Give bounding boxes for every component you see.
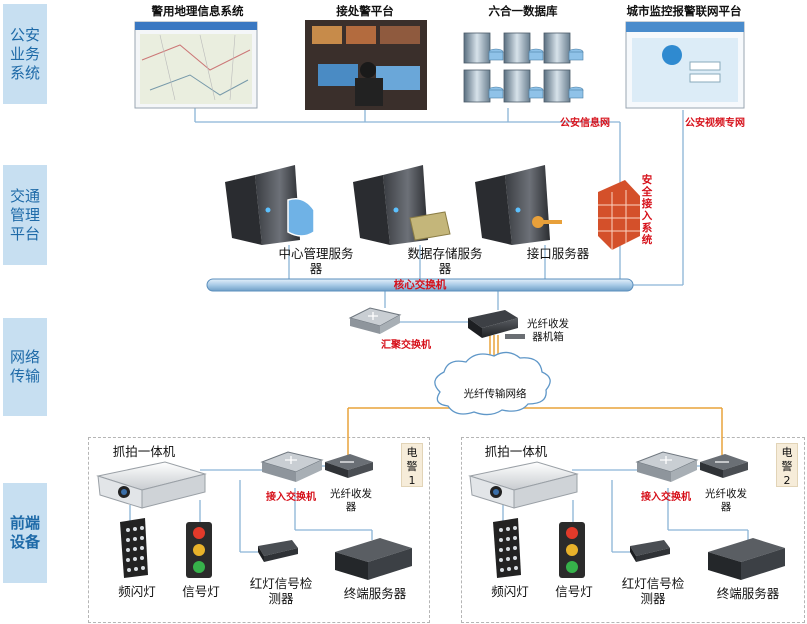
label-terminal-2: 终端服务器 bbox=[716, 586, 780, 601]
label-database: 六合一数据库 bbox=[488, 4, 558, 18]
label-gis: 警用地理信息系统 bbox=[151, 4, 244, 18]
label-fiber-transceiver-1: 光纤收发 器 bbox=[330, 488, 372, 513]
label-interface-server: 接口服务器 bbox=[526, 246, 590, 261]
label-detector-1: 红灯信号检 测器 bbox=[249, 576, 313, 606]
label-fiber-transceiver-2: 光纤收发 器 bbox=[705, 488, 747, 513]
core-switch-bus bbox=[206, 278, 634, 292]
flash-light-graphic-1 bbox=[120, 518, 148, 578]
label-info-net: 公安信息网 bbox=[560, 118, 610, 129]
access-switch-graphic-2 bbox=[635, 451, 699, 482]
label-aggregation-switch: 汇聚交换机 bbox=[381, 340, 431, 351]
firewall-graphic bbox=[598, 180, 640, 250]
layer-label-public-security: 公安 业务 系统 bbox=[3, 4, 47, 104]
label-detector-2: 红灯信号检 测器 bbox=[621, 576, 685, 606]
label-fiber-network: 光纤传输网络 bbox=[463, 388, 527, 400]
detector-graphic-2 bbox=[630, 540, 670, 562]
label-dispatch: 接处警平台 bbox=[336, 4, 394, 18]
label-access-switch-2: 接入交换机 bbox=[641, 492, 691, 503]
fiber-transceiver-graphic-1 bbox=[325, 454, 373, 478]
signal-light-graphic-1 bbox=[186, 522, 212, 578]
site-frame-1 bbox=[88, 437, 430, 623]
label-center-server: 中心管理服务 器 bbox=[278, 246, 354, 276]
gis-screen bbox=[134, 21, 258, 109]
camera-graphic-2 bbox=[468, 461, 579, 509]
terminal-server-graphic-1 bbox=[335, 538, 412, 580]
layer-label-traffic-platform: 交通 管理 平台 bbox=[3, 165, 47, 265]
label-storage-server: 数据存储服务 器 bbox=[407, 246, 483, 276]
access-switch-graphic-1 bbox=[260, 451, 324, 482]
center-server-graphic bbox=[225, 165, 315, 245]
label-camera-1: 抓拍一体机 bbox=[112, 444, 176, 459]
detector-graphic-1 bbox=[258, 540, 298, 562]
storage-server-graphic bbox=[353, 165, 451, 245]
label-signal-2: 信号灯 bbox=[555, 584, 593, 599]
label-video-alarm: 城市监控报警联网平台 bbox=[626, 4, 742, 18]
layer-label-network: 网络 传输 bbox=[3, 318, 47, 416]
fiber-chassis-graphic bbox=[468, 310, 525, 339]
label-signal-1: 信号灯 bbox=[182, 584, 220, 599]
site-frame-2 bbox=[461, 437, 805, 623]
label-security-access: 安 全 接 入 系 统 bbox=[641, 174, 653, 246]
video-alarm-screen bbox=[625, 21, 745, 109]
label-fiber-chassis: 光纤收发 器机箱 bbox=[527, 318, 569, 343]
label-flash-2: 频闪灯 bbox=[491, 584, 529, 599]
label-access-switch-1: 接入交换机 bbox=[266, 492, 316, 503]
terminal-server-graphic-2 bbox=[708, 538, 785, 580]
aggregation-switch-graphic bbox=[348, 307, 402, 334]
label-video-net: 公安视频专网 bbox=[685, 118, 745, 129]
layer-label-frontend: 前端 设备 bbox=[3, 483, 47, 583]
fiber-network-cloud bbox=[434, 351, 551, 416]
signal-light-graphic-2 bbox=[559, 522, 585, 578]
label-flash-1: 频闪灯 bbox=[118, 584, 156, 599]
camera-graphic-1 bbox=[96, 461, 207, 509]
database-servers bbox=[463, 32, 571, 103]
interface-server-graphic bbox=[475, 165, 562, 245]
label-core-switch: 核心交换机 bbox=[393, 279, 447, 291]
alarm-badge-1: 电 警 1 bbox=[401, 443, 423, 487]
fiber-transceiver-graphic-2 bbox=[700, 454, 748, 478]
label-camera-2: 抓拍一体机 bbox=[484, 444, 548, 459]
alarm-badge-2: 电 警 2 bbox=[776, 443, 798, 487]
dispatch-photo bbox=[305, 20, 427, 110]
label-terminal-1: 终端服务器 bbox=[343, 586, 407, 601]
flash-light-graphic-2 bbox=[493, 518, 521, 578]
